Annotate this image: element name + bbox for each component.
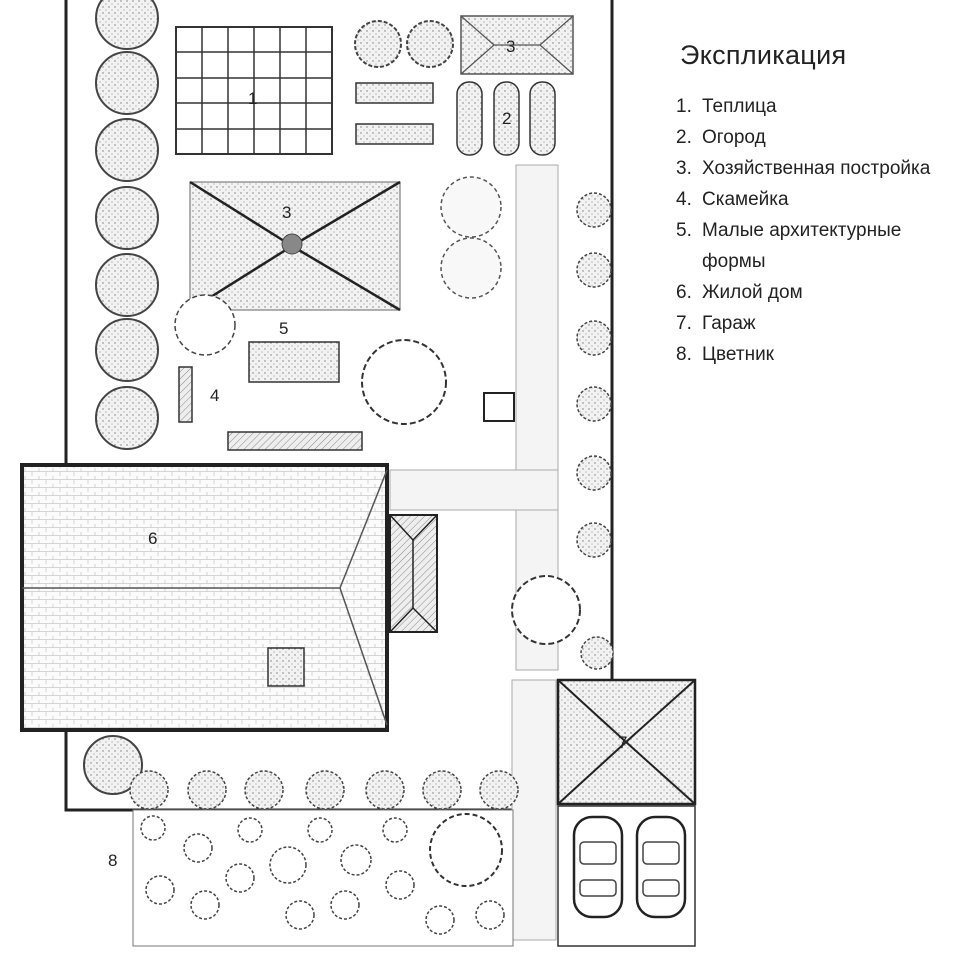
- legend-item-number: 6.: [676, 282, 692, 303]
- bench: 4: [178, 366, 363, 451]
- parking: [557, 805, 696, 947]
- legend-item-label: Гараж: [702, 313, 756, 334]
- house: 6: [20, 463, 438, 732]
- legend-title: Экспликация: [680, 40, 847, 70]
- greenhouse: 1: [175, 26, 333, 155]
- legend-item: 1. Теплица: [676, 91, 957, 122]
- garden-path: [389, 164, 559, 941]
- flowerbed: 8: [108, 809, 514, 947]
- legend-item: 8. Цветник: [676, 339, 957, 370]
- shrubs-right: [576, 192, 614, 670]
- garage: 7: [556, 678, 697, 806]
- small-architectural-forms: 5: [174, 294, 340, 383]
- legend-item-label: Огород: [702, 127, 766, 148]
- legend-item-number: 2.: [676, 127, 692, 148]
- shed-small-number: 3: [506, 37, 515, 56]
- bench-number: 4: [210, 386, 219, 405]
- legend-item-number: 3.: [676, 158, 692, 179]
- legend-item-label: Теплица: [702, 96, 777, 117]
- legend-item: 4. Скамейка: [676, 184, 957, 215]
- greenhouse-number: 1: [248, 89, 257, 108]
- car-icon: [572, 815, 624, 919]
- shed-small: 3: [460, 15, 574, 75]
- legend-item-label: Малые архитектурные формы: [702, 220, 902, 272]
- car-icon: [635, 815, 687, 919]
- legend-item-label: Жилой дом: [702, 282, 803, 303]
- fruit-trees: [361, 176, 581, 645]
- shrubs-top: [354, 20, 454, 68]
- legend-item: 2. Огород: [676, 122, 957, 153]
- legend-list: 1. Теплица 2. Огород 3. Хозяйственная постр…: [676, 91, 957, 370]
- shed-large: 3: [189, 180, 401, 312]
- legend-item: 3. Хозяйственная постройка: [676, 153, 957, 184]
- legend-item-number: 8.: [676, 344, 692, 365]
- house-number: 6: [148, 529, 157, 548]
- legend-item-number: 4.: [676, 189, 692, 210]
- legend-item: 6. Жилой дом: [676, 277, 957, 308]
- garage-number: 7: [618, 733, 627, 752]
- lamp-post: [483, 392, 515, 422]
- legend-item: 5. Малые архитектурные формы: [676, 215, 957, 277]
- legend-item-number: 1.: [676, 96, 692, 117]
- flowerbed-number: 8: [108, 851, 117, 870]
- vegetable-garden: 2: [355, 81, 556, 156]
- garden-number: 2: [502, 109, 511, 128]
- legend: Экспликация 1. Теплица 2. Огород 3. Хозяйст…: [676, 40, 957, 370]
- shed-large-number: 3: [282, 203, 291, 222]
- small-forms-number: 5: [279, 319, 288, 338]
- legend-item-label: Хозяйственная постройка: [702, 158, 931, 179]
- legend-item: 7. Гараж: [676, 308, 957, 339]
- legend-item-label: Цветник: [702, 344, 774, 365]
- legend-item-number: 7.: [676, 313, 692, 334]
- tree-row-left: [83, 0, 159, 795]
- legend-item-number: 5.: [676, 220, 692, 241]
- legend-item-label: Скамейка: [702, 189, 789, 210]
- shrubs-bottom: [129, 770, 519, 810]
